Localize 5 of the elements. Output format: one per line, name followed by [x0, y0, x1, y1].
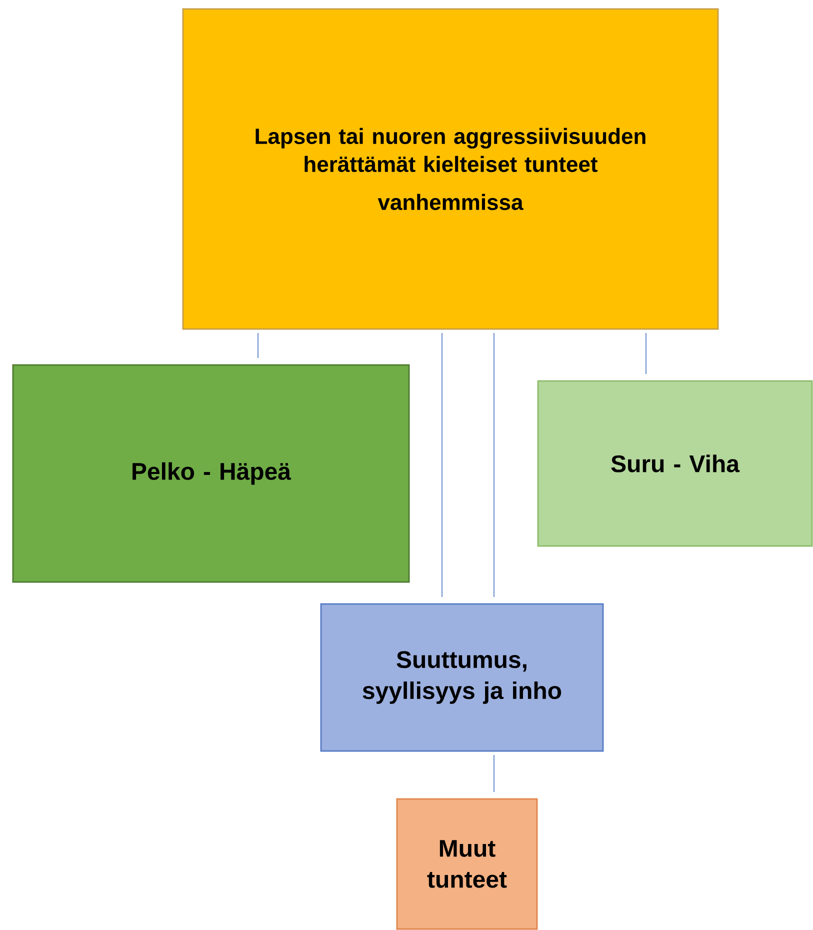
text-box: Suru - Viha	[537, 380, 813, 547]
text-box: Lapsen tai nuoren aggressiivisuuden herättämät kielteiset tunteet vanhemmissa	[182, 8, 719, 330]
text-box: Pelko - Häpeä	[12, 364, 410, 583]
text-box: Suuttumus, syyllisyys ja inho	[320, 603, 604, 752]
text-box: Muut tunteet	[396, 798, 538, 930]
